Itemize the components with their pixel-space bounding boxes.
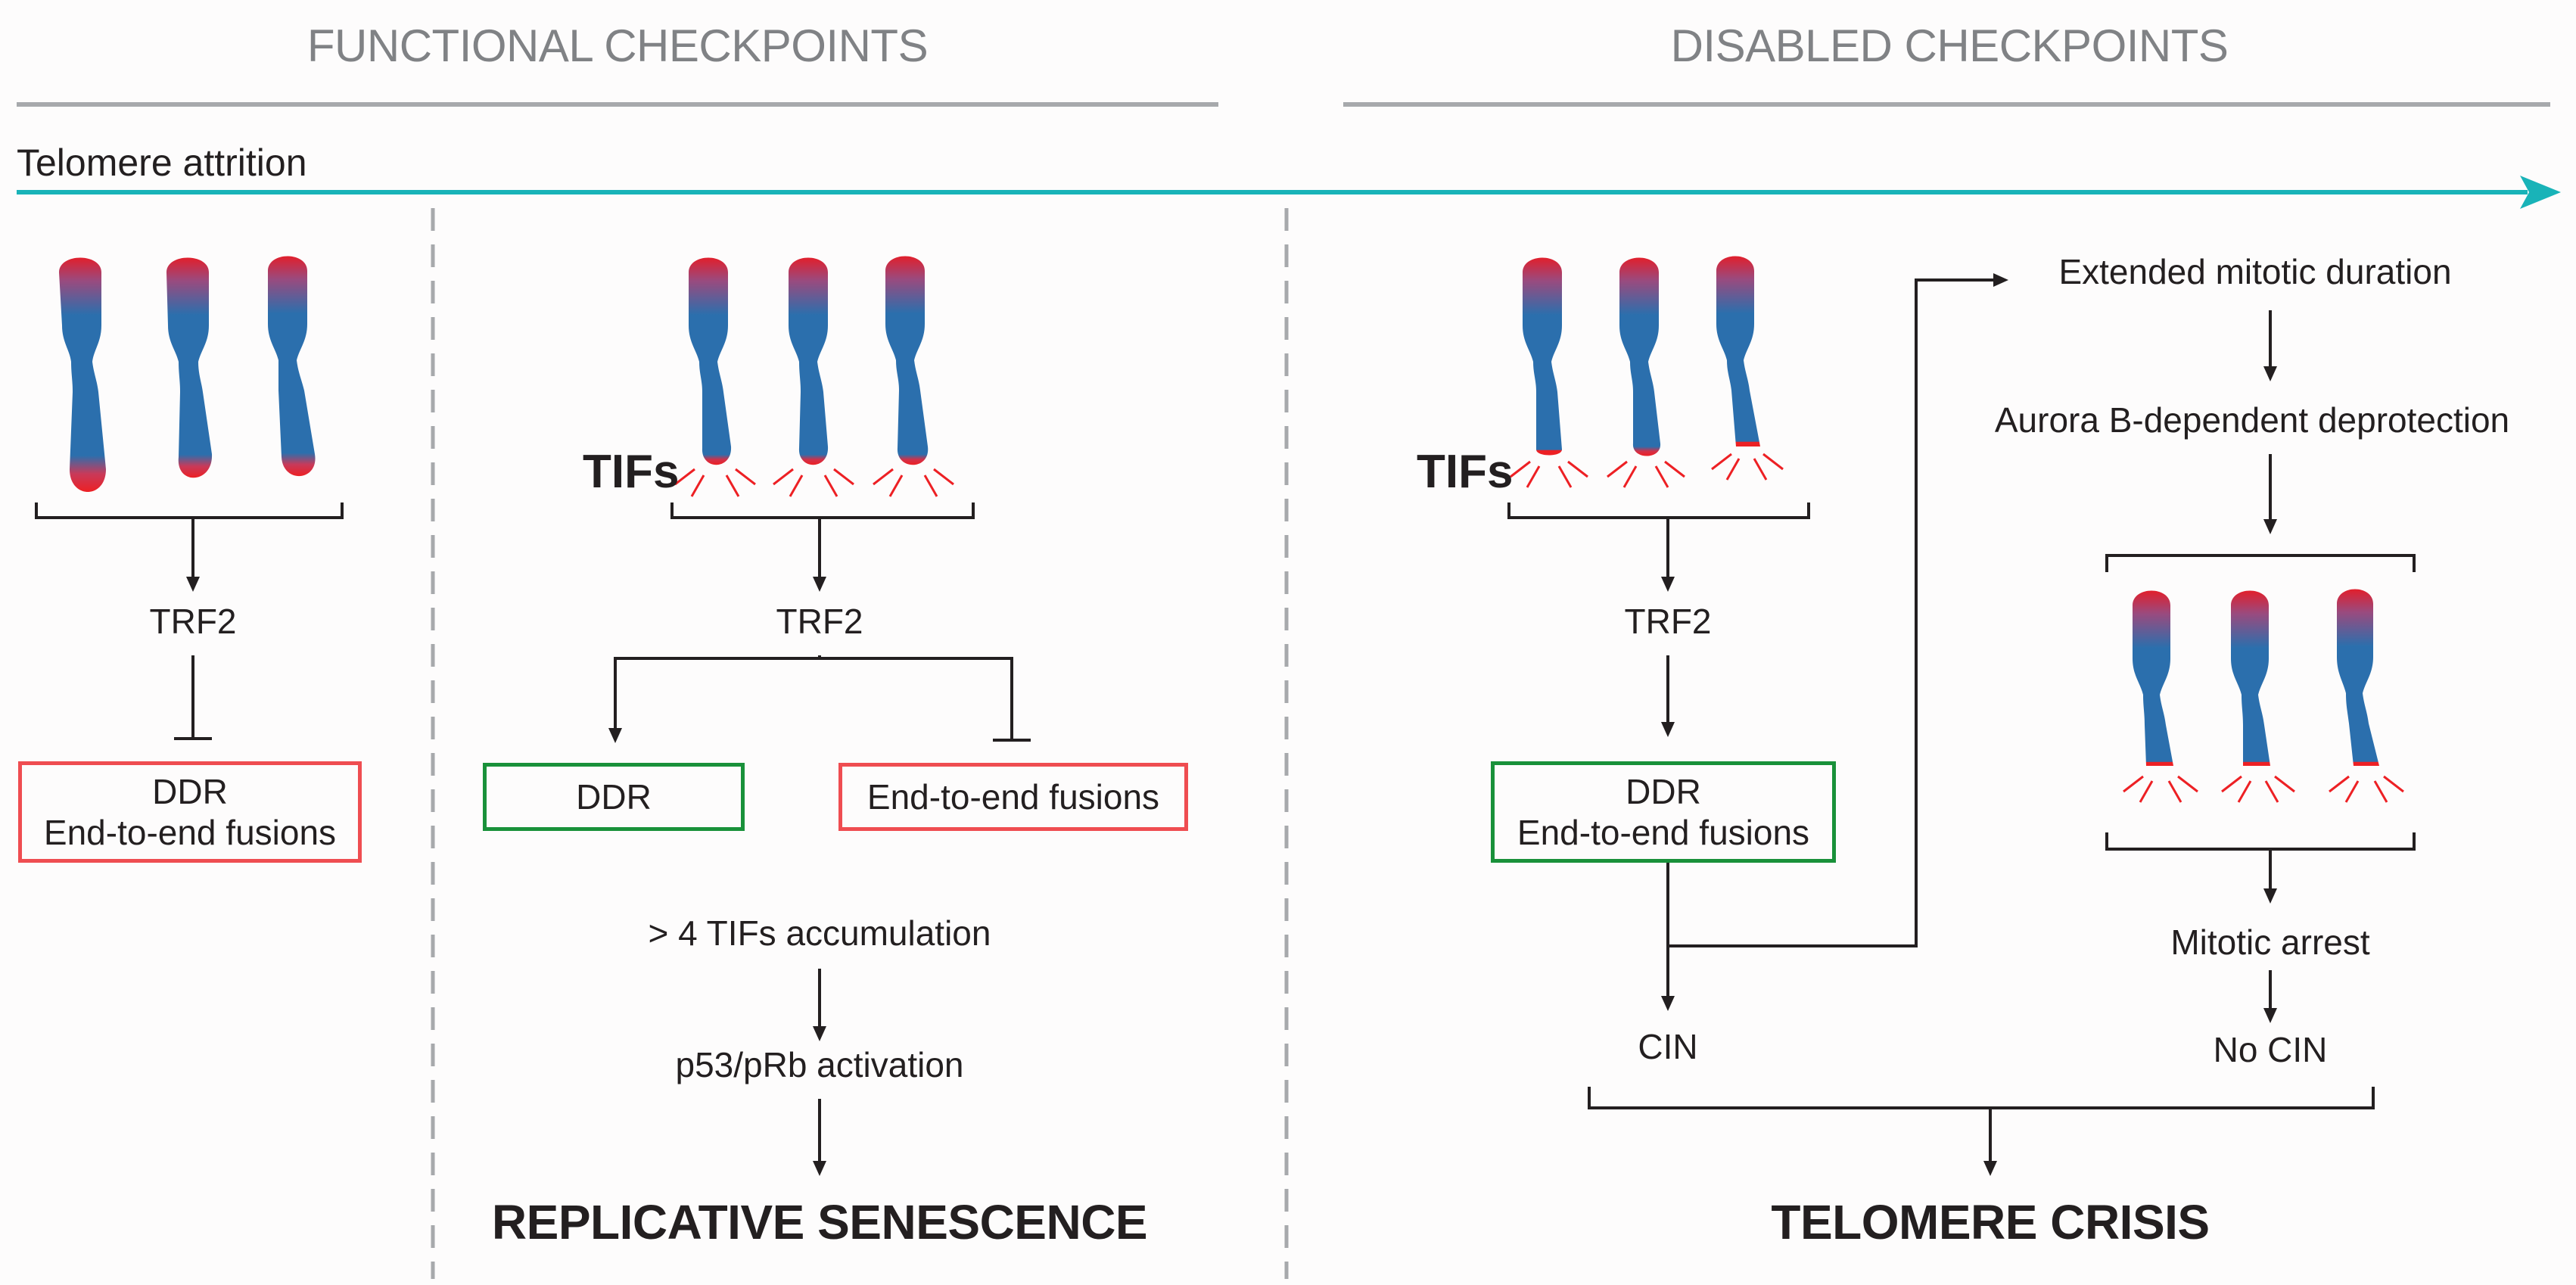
panel1-trf2-label: TRF2	[149, 602, 237, 641]
panel1-fusions-text: End-to-end fusions	[43, 813, 337, 852]
panel3-ddr-fusions-box: DDR End-to-end fusions	[1491, 761, 1836, 863]
extended-mitotic-duration-label: Extended mitotic duration	[2058, 252, 2452, 291]
no-cin-label: No CIN	[2213, 1030, 2328, 1069]
panel2-fusions-text: End-to-end fusions	[866, 777, 1160, 817]
panel2-chromosomes	[689, 256, 929, 465]
panel1-chromosomes	[59, 256, 316, 492]
panel3-trf2-label: TRF2	[1624, 602, 1712, 641]
panel3-chromosomes	[1523, 256, 1760, 456]
panel3-tifs-label: TIFs	[1417, 446, 1514, 498]
panel2-ddr-box: DDR	[483, 763, 745, 831]
panel2-fusions-box: End-to-end fusions	[838, 763, 1188, 831]
panel2-tif-rays	[674, 468, 954, 497]
panel3-tif-rays	[1510, 453, 1784, 488]
telomere-crisis-label: TELOMERE CRISIS	[1771, 1195, 2210, 1249]
header-disabled-checkpoints: DISABLED CHECKPOINTS	[1670, 20, 2229, 71]
mitotic-arrest-label: Mitotic arrest	[2170, 923, 2370, 962]
panel3-fusions-text: End-to-end fusions	[1517, 813, 1810, 852]
panel1-box-text: DDR End-to-end fusions	[22, 771, 358, 853]
panel3-ddr-text: DDR	[1626, 772, 1701, 811]
aurora-b-deprotection-label: Aurora B-dependent deprotection	[1994, 400, 2510, 440]
telomere-attrition-label: Telomere attrition	[17, 142, 307, 184]
panel3b-tif-rays	[2123, 775, 2404, 803]
panel2-ddr-text: DDR	[576, 777, 652, 817]
cin-label: CIN	[1638, 1027, 1698, 1066]
panel1-ddr-fusions-box: DDR End-to-end fusions	[18, 761, 362, 863]
panel3b-chromosomes	[2133, 589, 2379, 766]
panel3-box-text: DDR End-to-end fusions	[1495, 771, 1832, 853]
tifs-accumulation-label: > 4 TIFs accumulation	[648, 913, 991, 953]
header-functional-checkpoints: FUNCTIONAL CHECKPOINTS	[306, 20, 929, 71]
panel2-trf2-label: TRF2	[776, 602, 863, 641]
replicative-senescence-label: REPLICATIVE SENESCENCE	[491, 1195, 1148, 1249]
p53-prb-activation-label: p53/pRb activation	[675, 1045, 964, 1084]
panel2-tifs-label: TIFs	[583, 446, 680, 498]
panel1-ddr-text: DDR	[152, 772, 228, 811]
